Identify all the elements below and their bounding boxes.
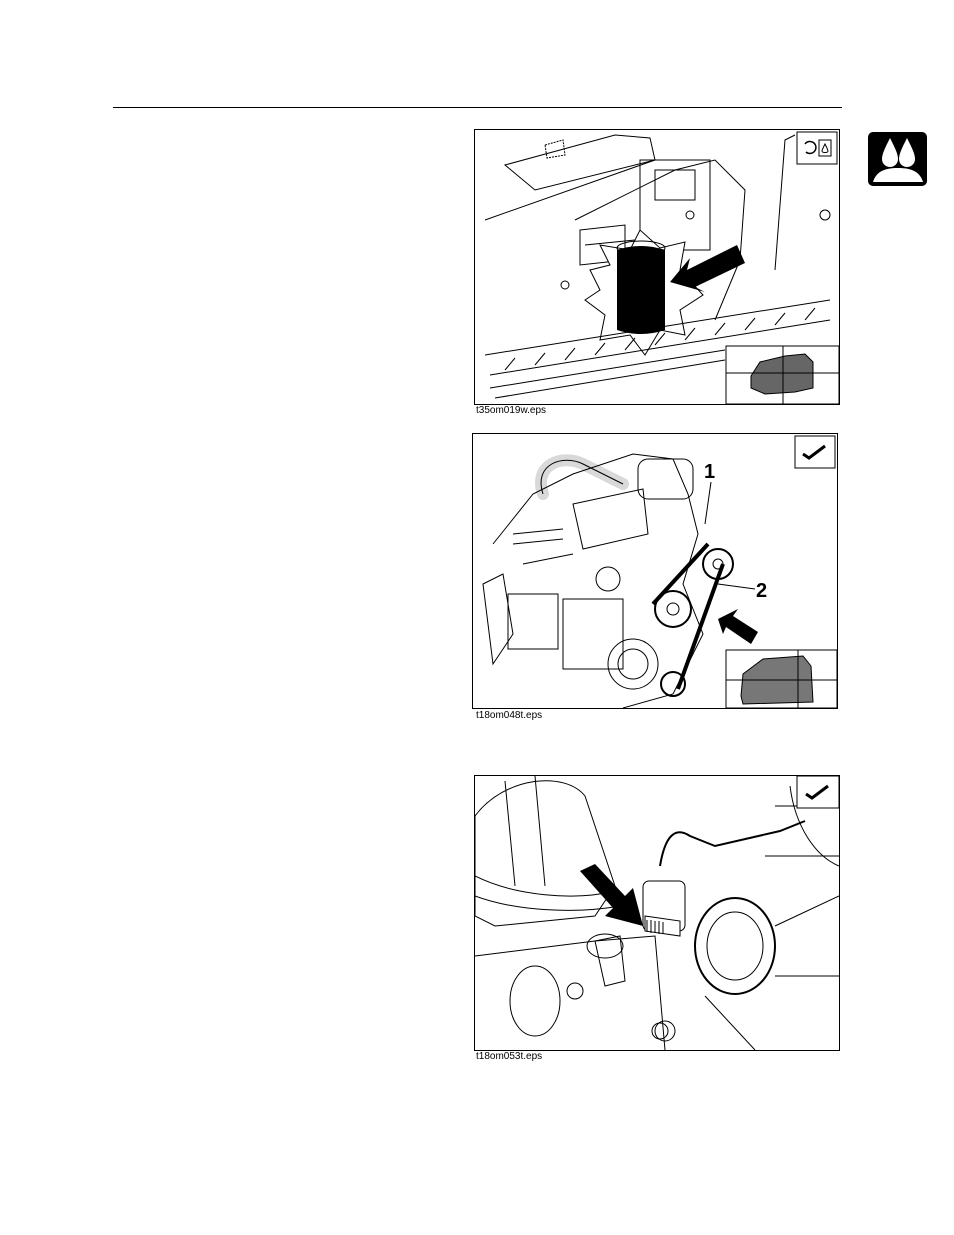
figure-caption: t35om019w.eps (476, 405, 546, 417)
figure-caption: t18om048t.eps (476, 710, 542, 722)
callout-2: 2 (756, 580, 767, 602)
fluids-section-tab-icon (868, 132, 927, 186)
header-rule (113, 107, 842, 108)
figure-engine-sensor (474, 775, 840, 1051)
figure-engine-belt: 1 2 (472, 433, 838, 709)
figure-oil-filter (474, 129, 840, 405)
figure-caption: t18om053t.eps (476, 1051, 542, 1063)
callout-1: 1 (704, 461, 715, 483)
